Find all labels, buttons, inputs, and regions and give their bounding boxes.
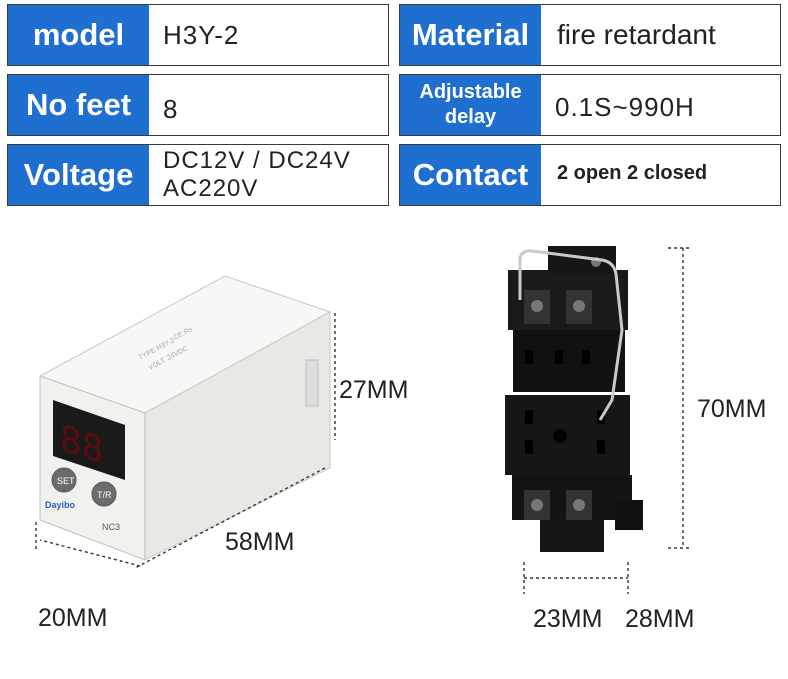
relay-dim-length: 58MM bbox=[225, 528, 295, 556]
timer-relay: TYPE H3Y-2 VOLT. 24VDC CE Rs 88 SET T/R … bbox=[38, 275, 332, 561]
spec-value-contact: 2 open 2 closed bbox=[557, 161, 708, 184]
socket-dim-height: 70MM bbox=[697, 395, 767, 423]
spec-value-material: fire retardant bbox=[557, 19, 716, 50]
socket-dim-width-outer: 28MM bbox=[625, 605, 695, 633]
spec-label-no-feet: No feet bbox=[8, 75, 149, 135]
spec-value-model: H3Y-2 bbox=[163, 19, 240, 50]
socket-dim-width-inner: 23MM bbox=[533, 605, 603, 633]
spec-label-delay: Adjustable delay bbox=[400, 75, 541, 135]
relay-brand: Dayibo bbox=[45, 500, 76, 510]
relay-set-label: SET bbox=[57, 476, 75, 486]
socket-dimension-lines bbox=[523, 247, 690, 594]
relay-dim-width: 20MM bbox=[38, 604, 108, 632]
relay-socket bbox=[505, 246, 643, 552]
spec-label-voltage: Voltage bbox=[8, 145, 149, 205]
spec-row-material: Material fire retardant bbox=[399, 4, 781, 66]
spec-row-model: model H3Y-2 bbox=[7, 4, 389, 66]
spec-value-delay: 0.1S~990H bbox=[555, 91, 695, 122]
spec-row-voltage: Voltage DC12V / DC24V AC220V bbox=[7, 144, 389, 206]
relay-dimension-lines bbox=[35, 313, 336, 569]
spec-value-voltage-line1: DC12V / DC24V bbox=[163, 147, 351, 174]
spec-value-voltage: DC12V / DC24V AC220V bbox=[149, 145, 388, 205]
spec-label-contact: Contact bbox=[400, 145, 541, 205]
relay-tr-label: T/R bbox=[97, 490, 112, 500]
spec-value-no-feet: 8 bbox=[163, 93, 178, 124]
spec-value-voltage-line2: AC220V bbox=[163, 175, 259, 202]
spec-row-contact: Contact 2 open 2 closed bbox=[399, 144, 781, 206]
spec-row-no-feet: No feet 8 bbox=[7, 74, 389, 136]
relay-model-mark: NC3 bbox=[102, 522, 120, 532]
relay-dim-height: 27MM bbox=[339, 376, 409, 404]
spec-label-model: model bbox=[8, 5, 149, 65]
spec-label-material: Material bbox=[400, 5, 541, 65]
spec-row-delay: Adjustable delay 0.1S~990H bbox=[399, 74, 781, 136]
